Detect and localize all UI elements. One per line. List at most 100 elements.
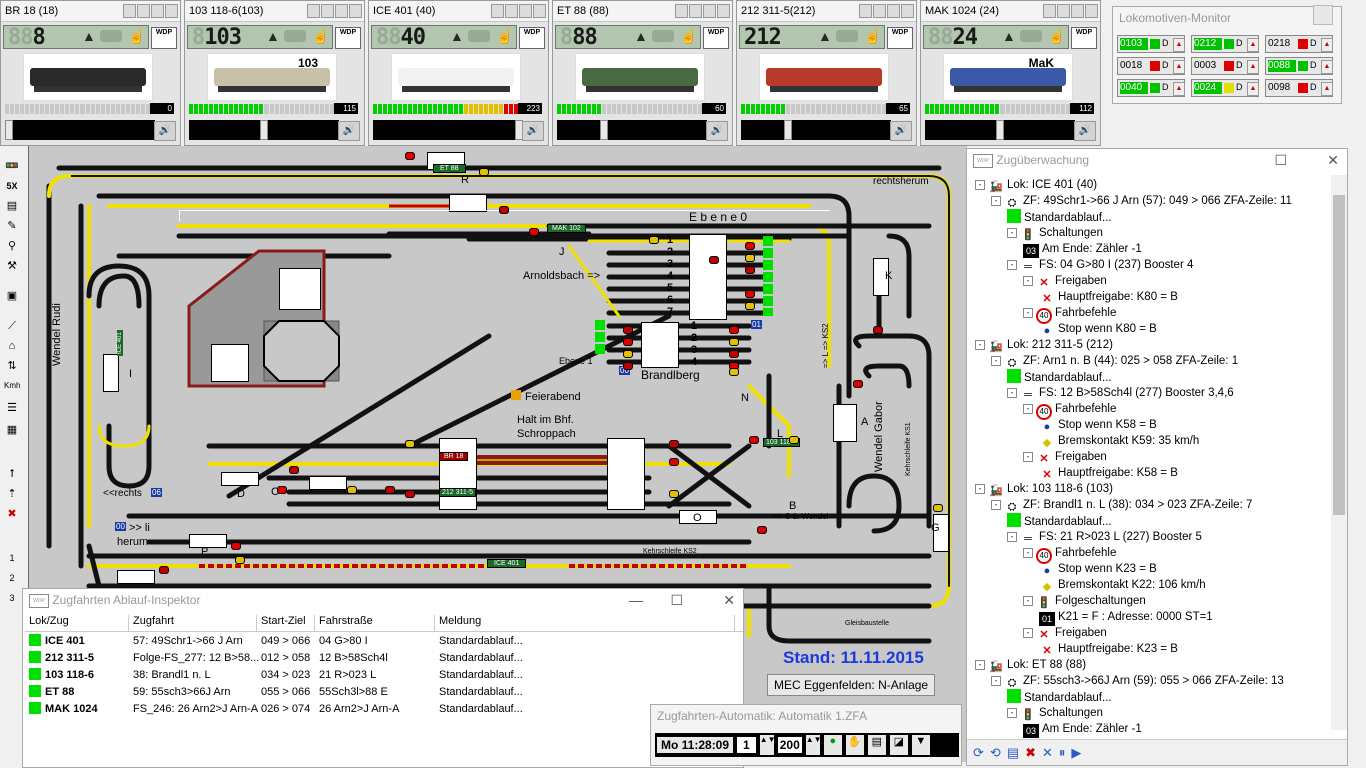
maximize-icon[interactable]: ☐ (1274, 152, 1287, 168)
tree-expand-icon[interactable]: - (1023, 308, 1033, 318)
signal-icon[interactable] (385, 486, 395, 494)
dropdown-icon[interactable] (1071, 4, 1084, 18)
tree-row[interactable]: -═FS: 04 G>80 I (237) Booster 4 (1007, 257, 1193, 273)
tree-row[interactable]: -═FS: 12 B>58Sch4l (277) Booster 3,4,6 (1007, 385, 1234, 401)
signal-icon[interactable] (405, 490, 415, 498)
tree-row[interactable]: ✕Hauptfreigabe: K58 = B (1039, 465, 1177, 481)
signal-icon[interactable] (745, 242, 755, 250)
signal-icon[interactable] (499, 206, 509, 214)
tree-row[interactable]: ✕Hauptfreigabe: K23 = B (1039, 641, 1177, 657)
tree-row[interactable]: ●Stop wenn K23 = B (1039, 561, 1157, 577)
hand-icon[interactable]: ☝ (1048, 28, 1066, 44)
signal-icon[interactable] (649, 236, 659, 244)
block-D[interactable] (221, 472, 259, 486)
menu-icon[interactable] (1043, 4, 1056, 18)
sound-icon[interactable]: 🔊 (154, 121, 176, 141)
play-icon[interactable]: ▶ (1071, 744, 1082, 760)
speed-slider[interactable] (925, 120, 1075, 140)
up-arrow-icon[interactable]: ⭡ (9, 468, 15, 480)
menu-icon[interactable] (491, 4, 504, 18)
block-R[interactable] (449, 194, 487, 212)
kmh-tool-icon[interactable]: Kmh (4, 381, 21, 390)
signal-icon[interactable] (933, 504, 943, 512)
board-tool-icon[interactable]: ▣ (6, 290, 18, 302)
tree-row[interactable]: -⛭ZF: 49Schr1->66 J Arn (57): 049 > 066 … (991, 193, 1292, 209)
automatik-step[interactable]: 1 (737, 737, 756, 753)
tree-expand-icon[interactable]: - (1023, 628, 1033, 638)
tree-row[interactable]: -═FS: 21 R>023 L (227) Booster 5 (1007, 529, 1202, 545)
signal-icon[interactable] (479, 168, 489, 176)
signal-icon[interactable] (669, 458, 679, 466)
speed-spinner-icon[interactable]: ▲▼ (805, 735, 822, 755)
minimize-icon[interactable]: — (629, 592, 643, 608)
inspector-column-header[interactable]: Lok/Zug (25, 615, 129, 631)
tree-row[interactable]: -⛭ZF: Arn1 n. B (44): 025 > 058 ZFA-Zeil… (991, 353, 1238, 369)
signal-icon[interactable] (669, 440, 679, 448)
signal-icon[interactable] (789, 436, 799, 444)
tree-row[interactable]: -✕Freigaben (1023, 273, 1107, 289)
tree-scrollbar[interactable] (1331, 175, 1347, 730)
close-icon[interactable] (1085, 4, 1098, 18)
antenna-tool-icon[interactable]: ⚲ (7, 240, 17, 252)
automatik-speed[interactable]: 200 (777, 737, 802, 753)
dropdown-icon[interactable]: ▼ (911, 735, 930, 755)
monitor-cell-arrow-icon[interactable]: ▲ (1247, 82, 1259, 96)
tree-expand-icon[interactable]: - (1023, 404, 1033, 414)
direction-icon[interactable]: ▲ (634, 28, 648, 44)
hand-icon[interactable]: ☝ (864, 28, 882, 44)
lines-tool-icon[interactable]: ☰ (7, 402, 17, 414)
tree-row[interactable]: -🚦Folgeschaltungen (1023, 593, 1146, 609)
close-icon[interactable] (165, 4, 178, 18)
tree-row[interactable]: -⛭ZF: 55sch3->66J Arn (59): 055 > 066 ZF… (991, 673, 1284, 689)
remove-tool-icon[interactable]: ✖ (7, 508, 17, 520)
menu-icon[interactable] (675, 4, 688, 18)
station-block-lower-right[interactable] (607, 438, 645, 510)
signal-icon[interactable] (277, 486, 287, 494)
signal-icon[interactable] (745, 266, 755, 274)
inspector-column-header[interactable]: Fahrstraße (315, 615, 435, 631)
block-K[interactable] (873, 258, 889, 296)
up-arrow2-icon[interactable]: ⇡ (7, 488, 17, 500)
tree-row[interactable]: -🚂Lok: 103 118-6 (103) (975, 481, 1113, 497)
signal-icon[interactable] (729, 326, 739, 334)
settings-icon[interactable] (689, 4, 702, 18)
speed-slider[interactable] (557, 120, 707, 140)
inspector-column-header[interactable]: Meldung (435, 615, 735, 631)
train-tag-mak102[interactable]: MAK 102 (547, 224, 586, 233)
close-icon[interactable]: ✕ (723, 592, 735, 608)
tree-row[interactable]: -✕Freigaben (1023, 449, 1107, 465)
headlight-icon[interactable] (284, 30, 306, 42)
direction-icon[interactable]: ▲ (82, 28, 96, 44)
signal-icon[interactable] (347, 486, 357, 494)
maximize-icon[interactable]: ☐ (670, 592, 683, 608)
tree-scrollbar-thumb[interactable] (1333, 195, 1345, 515)
tree-expand-icon[interactable]: - (1007, 708, 1017, 718)
5x-tool-icon[interactable]: 5X (6, 181, 18, 191)
tree-row[interactable]: ●Stop wenn K80 = B (1039, 321, 1157, 337)
monitor-cell-arrow-icon[interactable]: ▲ (1173, 38, 1185, 52)
hand-icon[interactable]: ☝ (680, 28, 698, 44)
signal-icon[interactable] (289, 466, 299, 474)
signal-icon[interactable] (873, 326, 883, 334)
signal-icon[interactable] (749, 436, 759, 444)
tree-expand-icon[interactable]: - (975, 484, 985, 494)
tree-expand-icon[interactable]: - (991, 356, 1001, 366)
train-tag-ice-vertical[interactable]: ICE 401 (117, 330, 123, 356)
signal-icon[interactable] (623, 362, 633, 370)
delete-icon[interactable]: ✖ (1025, 744, 1037, 760)
sound-icon[interactable]: 🔊 (890, 121, 912, 141)
sound-icon[interactable]: 🔊 (1074, 121, 1096, 141)
sound-icon[interactable]: 🔊 (706, 121, 728, 141)
monitor-cell-arrow-icon[interactable]: ▲ (1247, 38, 1259, 52)
tree-row[interactable]: -🚦Schaltungen (1007, 705, 1103, 721)
sound-icon[interactable]: 🔊 (522, 121, 544, 141)
tree-expand-icon[interactable]: - (1007, 260, 1017, 270)
edit-tool-icon[interactable]: ✎ (7, 220, 17, 232)
tree-expand-icon[interactable]: - (1023, 548, 1033, 558)
